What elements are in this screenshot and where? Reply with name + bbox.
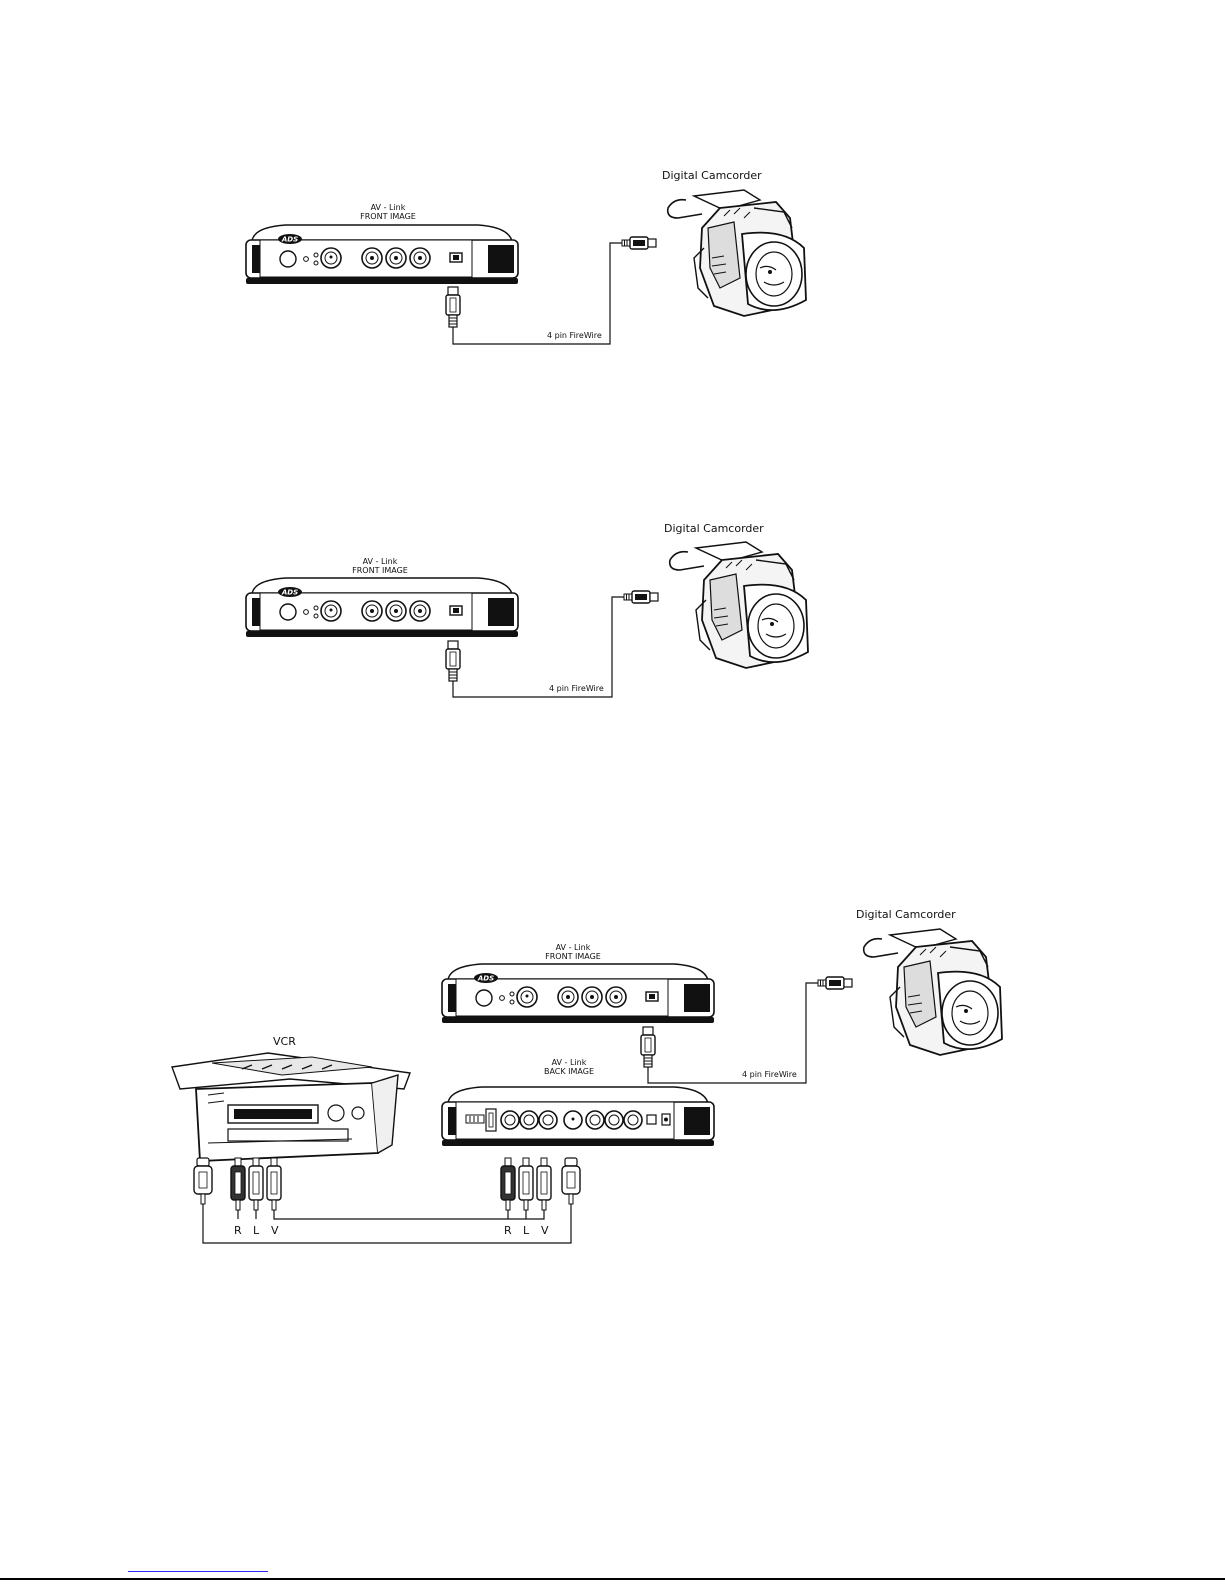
firewire-plug-icon	[624, 591, 658, 603]
firewire-plug-icon	[641, 1027, 655, 1067]
vcr-icon	[172, 1053, 410, 1161]
firewire-plug-icon	[818, 977, 852, 989]
svideo-plug-icon	[194, 1158, 212, 1204]
av-link-device-icon-front	[442, 964, 714, 1023]
footer-link-underline	[128, 1571, 268, 1572]
av-link-device-icon	[246, 578, 518, 637]
footer-rule	[0, 1578, 1225, 1580]
digital-camcorder-icon	[864, 929, 1002, 1055]
svideo-plug-icon	[562, 1158, 580, 1204]
rca-plug-icon	[501, 1158, 515, 1210]
av-link-device-icon	[246, 225, 518, 284]
digital-camcorder-icon	[670, 542, 808, 668]
av-link-device-icon-back	[442, 1087, 714, 1146]
rca-plug-icon	[519, 1158, 533, 1210]
rca-plug-icon	[537, 1158, 551, 1210]
rca-plug-icon	[249, 1158, 263, 1210]
rca-plug-icon	[231, 1158, 245, 1210]
rca-plug-icon	[267, 1158, 281, 1210]
digital-camcorder-icon	[668, 190, 806, 316]
firewire-plug-icon	[622, 237, 656, 249]
firewire-plug-icon	[446, 287, 460, 327]
firewire-plug-icon	[446, 641, 460, 681]
